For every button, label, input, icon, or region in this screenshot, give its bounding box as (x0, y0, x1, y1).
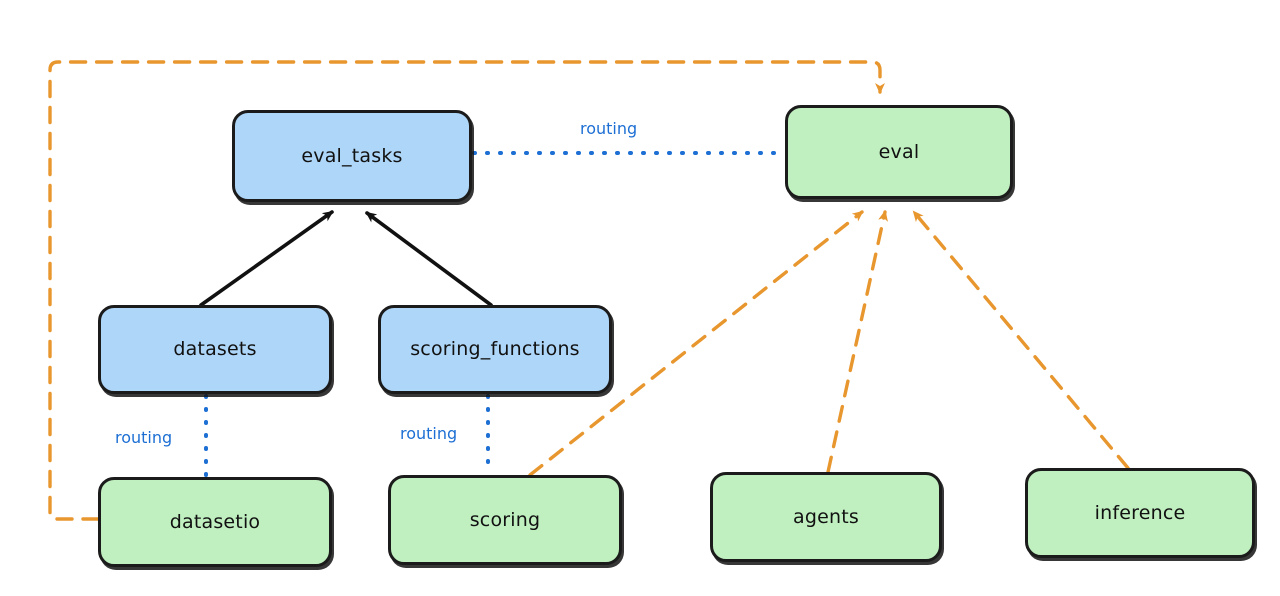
edge-label-routing-datasets-datasetio: routing (115, 428, 173, 447)
node-label: inference (1094, 501, 1186, 524)
node-scoring[interactable]: scoring (388, 475, 622, 565)
node-inference[interactable]: inference (1025, 468, 1255, 558)
edge-datasets-to-eval_tasks (199, 210, 334, 307)
node-label: eval_tasks (301, 144, 403, 167)
node-label: scoring_functions (410, 338, 580, 360)
node-label: scoring (469, 508, 541, 531)
edge-label-routing-eval-tasks-eval: routing (580, 119, 638, 138)
node-label: datasetio (169, 510, 261, 533)
node-label: datasets (173, 338, 257, 360)
node-datasets[interactable]: datasets (98, 305, 332, 394)
edge-label-routing-scoring-functions-scoring: routing (400, 424, 458, 443)
node-agents[interactable]: agents (710, 472, 942, 562)
node-eval[interactable]: eval (785, 105, 1013, 199)
node-scoring-functions[interactable]: scoring_functions (378, 305, 612, 394)
edge-inference-to-eval (912, 210, 1130, 470)
edge-scoring_functions-to-eval_tasks (365, 211, 493, 307)
node-label: agents (793, 505, 859, 528)
node-label: eval (878, 140, 920, 163)
node-datasetio[interactable]: datasetio (98, 477, 332, 567)
node-eval-tasks[interactable]: eval_tasks (232, 110, 472, 202)
edge-agents-to-eval (826, 210, 888, 474)
